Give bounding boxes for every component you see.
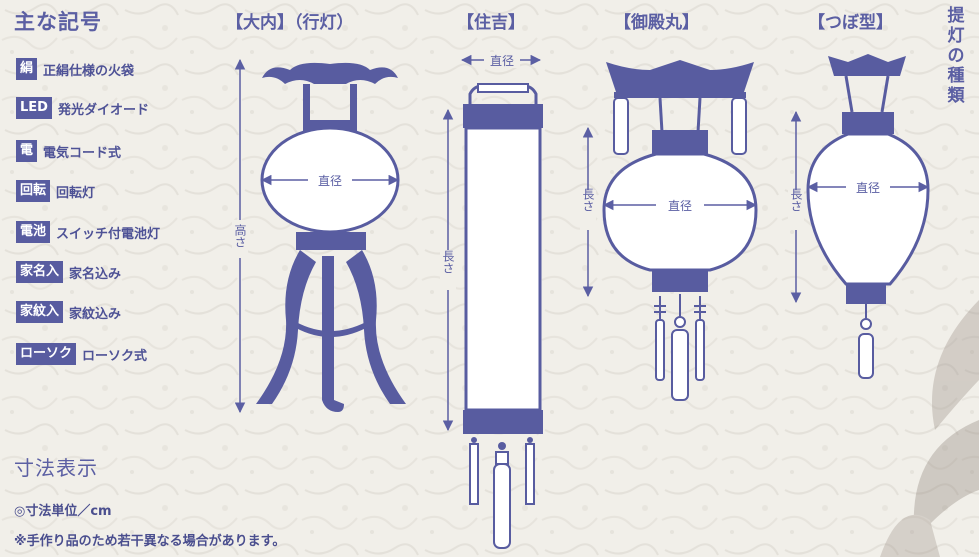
legend-desc: 家名込み bbox=[69, 266, 122, 282]
lantern-title-sumiyoshi: 【住吉】 bbox=[457, 13, 525, 33]
legend-desc: 回転灯 bbox=[56, 185, 96, 201]
legend-item: 回転 回転灯 bbox=[16, 179, 95, 203]
length-label: 長さ bbox=[789, 188, 803, 212]
unit-note: ◎寸法単位／cm bbox=[14, 504, 112, 519]
legend-desc: 正絹仕様の火袋 bbox=[43, 63, 135, 79]
lantern-goten: 直径 長さ bbox=[580, 60, 758, 401]
stand-leg-left bbox=[256, 250, 316, 404]
tassels bbox=[858, 304, 874, 379]
legend-title: 主な記号 bbox=[14, 10, 102, 34]
legend-item: 電池 スイッチ付電池灯 bbox=[16, 220, 160, 244]
lantern-tsubo: 直径 長さ bbox=[788, 54, 930, 379]
dimensions-title: 寸法表示 bbox=[14, 456, 98, 480]
legend-item: 絹 正絹仕様の火袋 bbox=[16, 57, 134, 81]
bottom-band bbox=[463, 410, 543, 434]
legend-desc: 発光ダイオード bbox=[57, 102, 149, 118]
legend-tag: LED bbox=[16, 97, 52, 119]
top-ornament bbox=[262, 62, 398, 84]
diameter-label: 直径 bbox=[668, 199, 692, 213]
tassels bbox=[469, 437, 535, 549]
legend-desc: 電気コード式 bbox=[43, 145, 122, 161]
side-title: 提 灯 の 種 類 bbox=[947, 6, 965, 106]
legend-item: LED 発光ダイオード bbox=[16, 96, 149, 120]
lantern-daidai: 高さ 直径 bbox=[232, 58, 406, 414]
legend-item: 家紋入 家紋込み bbox=[16, 300, 121, 324]
legend-item: 家名入 家名込み bbox=[16, 260, 121, 284]
lantern-title-daidai: 【大内】（行灯） bbox=[226, 13, 354, 33]
diameter-label: 直径 bbox=[856, 181, 880, 195]
legend-tag: ローソク bbox=[16, 343, 77, 365]
top-ornament bbox=[828, 54, 906, 76]
legend-tag: 家紋入 bbox=[16, 301, 64, 323]
length-label: 長さ bbox=[441, 250, 455, 274]
lantern-title-goten: 【御殿丸】 bbox=[614, 13, 699, 33]
top-band bbox=[463, 104, 543, 128]
tassels bbox=[654, 294, 706, 401]
cylinder-body bbox=[464, 126, 542, 412]
leaf-decoration bbox=[880, 300, 979, 557]
top-ornament bbox=[606, 60, 754, 92]
legend-item: 電 電気コード式 bbox=[16, 139, 121, 163]
legend-tag: 家名入 bbox=[16, 261, 64, 283]
legend-tag: 絹 bbox=[16, 58, 38, 80]
legend-desc: スイッチ付電池灯 bbox=[56, 226, 161, 242]
globe bbox=[806, 132, 930, 286]
legend-desc: ローソク式 bbox=[82, 348, 148, 364]
height-label: 高さ bbox=[233, 223, 247, 248]
legend-tag: 電池 bbox=[16, 221, 51, 243]
length-label: 長さ bbox=[581, 188, 595, 212]
legend-desc: 家紋込み bbox=[69, 306, 122, 322]
lantern-sumiyoshi: 直径 長さ bbox=[440, 52, 543, 549]
legend-tag: 電 bbox=[16, 140, 38, 162]
lantern-title-tsubo: 【つぼ型】 bbox=[808, 13, 893, 33]
stand-leg-right bbox=[346, 250, 406, 404]
legend-item: ローソク ローソク式 bbox=[16, 342, 147, 366]
handmade-note: ※手作り品のため若干異なる場合があります。 bbox=[14, 534, 286, 549]
diameter-label: 直径 bbox=[490, 54, 514, 68]
diameter-label: 直径 bbox=[318, 174, 342, 188]
legend-tag: 回転 bbox=[16, 180, 51, 202]
